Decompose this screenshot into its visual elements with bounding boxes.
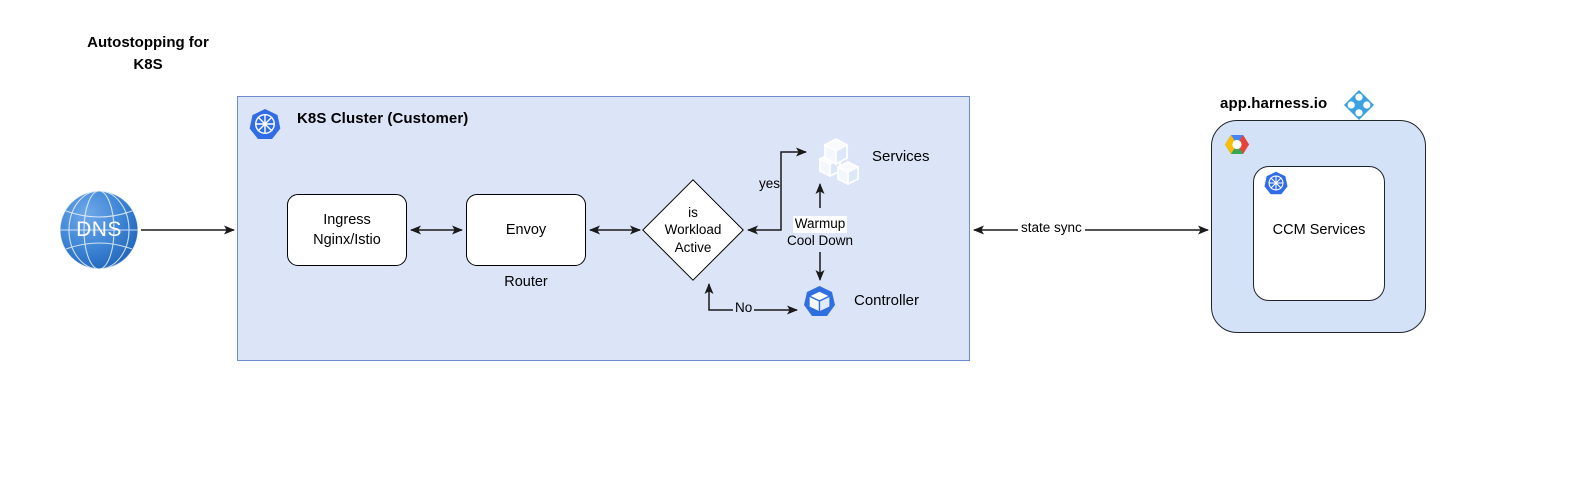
kubernetes-icon [1264, 171, 1288, 195]
cooldown-label: Cool Down [786, 232, 854, 248]
google-cloud-icon [1220, 130, 1254, 164]
cluster-title: K8S Cluster (Customer) [297, 110, 469, 127]
page-title: Autostopping for K8S [87, 34, 209, 73]
globe-icon [59, 190, 139, 270]
services-label: Services [872, 148, 930, 165]
state-sync-edge-label: state sync [1018, 220, 1085, 235]
router-caption: Router [504, 274, 548, 290]
harness-logo-icon [1343, 89, 1375, 121]
envoy-node: Envoy [466, 194, 586, 266]
kubernetes-icon [249, 108, 281, 140]
ingress-node: Ingress Nginx/Istio [287, 194, 407, 266]
kubernetes-pods-icon [806, 136, 866, 196]
dns-node: DNS [59, 190, 139, 270]
decision-diamond-shape [642, 179, 744, 281]
harness-domain-label: app.harness.io [1220, 95, 1328, 112]
no-edge-label: No [733, 300, 755, 315]
warmup-label: Warmup [792, 216, 848, 233]
controller-label: Controller [854, 292, 920, 309]
yes-edge-label: yes [759, 176, 781, 191]
ccm-services-label: CCM Services [1272, 222, 1366, 238]
kubernetes-pod-icon [801, 285, 838, 319]
workload-active-decision: is Workload Active [642, 179, 744, 281]
warmup-cooldown-label: Warmup Cool Down [768, 216, 872, 250]
